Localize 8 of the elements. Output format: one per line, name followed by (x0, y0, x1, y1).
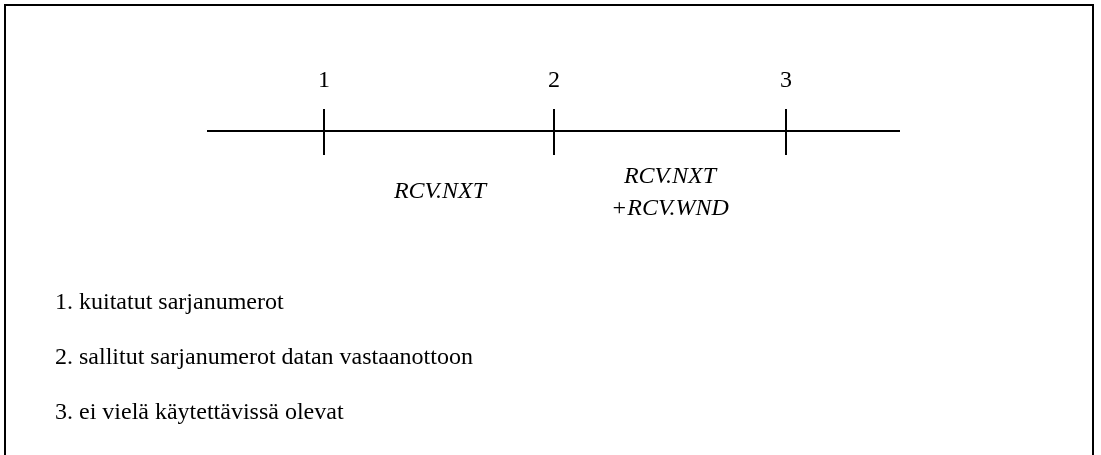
tick-number: 2 (547, 65, 561, 94)
math-label: RCV.NXT +RCV.WND (610, 161, 730, 222)
tick-number: 3 (779, 65, 793, 94)
list-item: 3. ei vielä käytettävissä olevat (55, 397, 344, 426)
math-label: RCV.NXT (392, 176, 489, 205)
list-item: 2. sallitut sarjanumerot datan vastaanottoon (55, 342, 473, 371)
tick-number: 1 (317, 65, 331, 94)
list-item: 1. kuitatut sarjanumerot (55, 287, 284, 316)
